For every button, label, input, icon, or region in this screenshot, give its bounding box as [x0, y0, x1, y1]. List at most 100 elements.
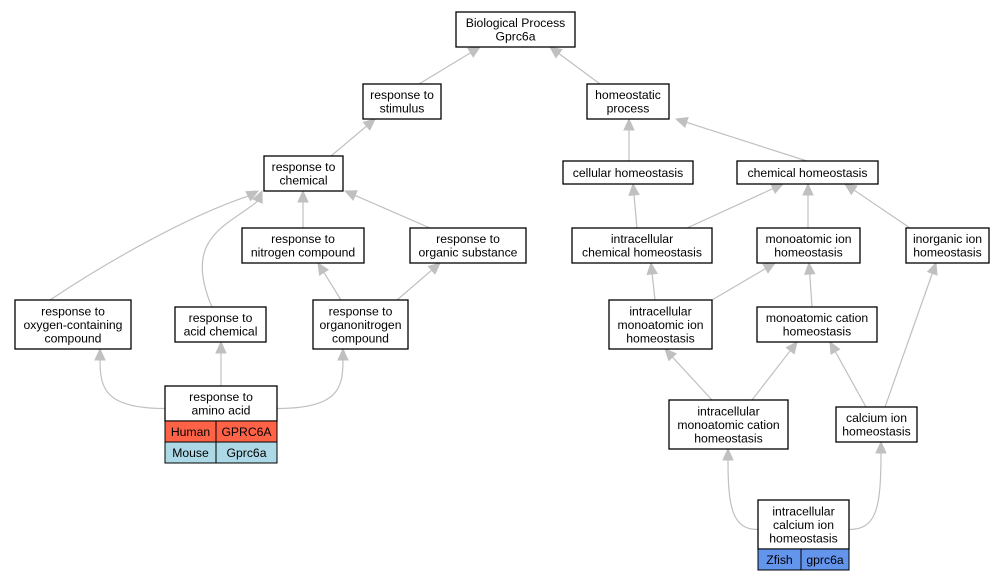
- arrowhead-monocation-to-monoion: [804, 261, 816, 275]
- go-term-node-cellhomeo[interactable]: cellular homeostasis: [562, 160, 694, 185]
- node-box: [562, 160, 694, 185]
- gene-label: gprc6a: [806, 553, 843, 567]
- node-box: [14, 299, 132, 350]
- arrowhead-calcium-to-monocation: [829, 340, 841, 355]
- node-label-line: response to: [189, 390, 253, 404]
- edge-calcium-to-inorg: [884, 273, 933, 408]
- edge-amino-to-organonitro: [276, 359, 344, 410]
- arrowhead-intrachem-to-cellhomeo: [628, 182, 640, 196]
- edge-stim-to-bp: [418, 52, 471, 85]
- arrowhead-oxy-to-chem: [245, 190, 260, 202]
- arrowhead-inorg-to-chemhomeo: [843, 183, 858, 196]
- go-term-node-chemhomeo[interactable]: chemical homeostasis: [736, 160, 879, 185]
- gene-cell: [800, 548, 850, 571]
- node-label-line: homeostatic: [595, 88, 661, 102]
- node-box: [736, 160, 879, 185]
- node-label-line: cellular homeostasis: [573, 166, 683, 180]
- edge-chem-to-stim: [330, 125, 367, 157]
- edge-amino-to-oxy: [99, 359, 166, 410]
- node-label-line: chemical homeostasis: [582, 246, 702, 260]
- node-label-line: homeostasis: [769, 531, 837, 545]
- node-box: [835, 406, 918, 443]
- edge-intrachem-to-cellhomeo: [633, 194, 638, 229]
- edge-intramonoion-to-monoion: [711, 268, 766, 301]
- edge-oxy-to-chem: [49, 195, 249, 301]
- edge-chemhomeo-to-homeo: [686, 121, 808, 162]
- node-label-line: Biological Process: [466, 16, 566, 30]
- node-label-line: intracellular: [629, 304, 691, 318]
- node-label-line: response to: [271, 232, 335, 246]
- node-box: [756, 306, 878, 343]
- arrowhead-organonitro-to-nitro: [317, 261, 329, 276]
- edge-inorg-to-chemhomeo: [853, 189, 911, 229]
- edge-organic-to-chem: [354, 194, 431, 229]
- node-label-line: nitrogen compound: [251, 246, 355, 260]
- arrowhead-intrachem-to-chemhomeo: [770, 183, 785, 195]
- arrowhead-acid-to-chem: [252, 189, 263, 204]
- arrowhead-cellhomeo-to-homeo: [623, 117, 635, 131]
- node-label-line: compound: [45, 331, 102, 345]
- node-box: [409, 227, 527, 264]
- node-label-line: homeostasis: [694, 431, 762, 445]
- arrowhead-homeo-to-bp: [549, 46, 563, 59]
- edge-intramonoion-to-intrachem: [651, 273, 656, 301]
- edge-intracalcium-to-calcium: [848, 452, 882, 531]
- node-label-line: response to: [41, 304, 105, 318]
- arrowhead-intramonocation-to-intramonoion: [664, 348, 678, 362]
- node-label-line: calcium ion: [773, 518, 834, 532]
- node-label-line: monoatomic ion: [617, 318, 703, 332]
- node-box: [241, 227, 365, 264]
- node-label-line: chemical: [279, 174, 327, 188]
- edge-intramonocation-to-intramonoion: [672, 356, 713, 401]
- node-label-line: response to: [189, 311, 253, 325]
- node-label-line: homeostasis: [626, 331, 694, 345]
- arrowhead-intramonoion-to-monoion: [762, 262, 777, 274]
- node-label-line: chemical homeostasis: [748, 166, 868, 180]
- node-label-line: monoatomic ion: [765, 232, 851, 246]
- node-label-line: intracellular: [611, 232, 673, 246]
- edge-organonitro-to-organic: [396, 269, 433, 301]
- edge-intracalcium-to-intramonocation: [727, 459, 759, 531]
- edge-intrachem-to-chemhomeo: [686, 188, 774, 229]
- node-label-line: stimulus: [380, 102, 425, 116]
- node-box: [164, 385, 278, 422]
- node-label-line: inorganic ion: [913, 232, 982, 246]
- node-label-line: organic substance: [419, 246, 518, 260]
- node-label-line: Gprc6a: [496, 30, 536, 44]
- gene-label: GPRC6A: [221, 425, 272, 439]
- arrowhead-intramonoion-to-intrachem: [646, 261, 658, 276]
- arrowhead-intracalcium-to-calcium: [875, 440, 887, 454]
- node-label-line: homeostasis: [774, 246, 842, 260]
- node-label-line: response to: [370, 88, 434, 102]
- node-label-line: response to: [329, 304, 393, 318]
- arrowhead-organonitro-to-organic: [427, 262, 441, 275]
- edge-monocation-to-monoion: [809, 273, 813, 308]
- node-box: [756, 227, 861, 264]
- node-box: [608, 299, 713, 350]
- edges-layer: [49, 46, 938, 531]
- node-label-line: acid chemical: [184, 325, 258, 339]
- species-label: Zfish: [766, 553, 792, 567]
- gene-cell: [215, 441, 278, 464]
- arrowhead-monoion-to-chemhomeo: [802, 182, 814, 196]
- node-box: [668, 399, 789, 450]
